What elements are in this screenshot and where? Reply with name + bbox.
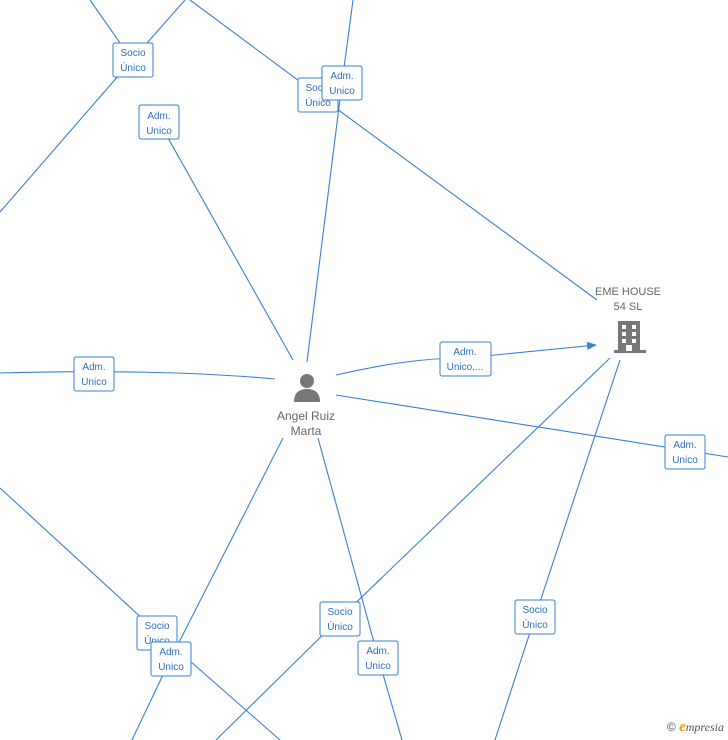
edge-label[interactable]: Adm. Unico: [138, 104, 180, 140]
edge: [306, 82, 343, 363]
edge-label-line2: Unico,...: [447, 362, 484, 373]
edge-label[interactable]: Socio Único: [319, 601, 361, 637]
edge: [0, 487, 158, 633]
edge-label-line1: Adm.: [159, 647, 182, 658]
edge-label[interactable]: Adm. Unico: [73, 356, 115, 392]
brand-logo-initial: e: [679, 719, 686, 735]
edge-label-line2: Único: [327, 620, 353, 633]
edge-label-line1: Adm.: [366, 646, 389, 657]
edge-label[interactable]: Socio Único: [514, 599, 556, 635]
person-name-line2: Marta: [291, 424, 322, 438]
edge: [317, 437, 379, 658]
edge-label-line1: Socio: [522, 605, 547, 616]
edge: [0, 371, 276, 380]
edge-label-line1: Adm.: [147, 111, 170, 122]
edge: [339, 357, 611, 619]
edge-label-line2: Unico: [365, 661, 391, 672]
edge-label[interactable]: Adm. Unico: [357, 640, 399, 676]
edge-label-line2: Único: [120, 61, 146, 74]
edge-label-line1: Adm.: [330, 71, 353, 82]
person-name-line1: Angel Ruiz: [277, 409, 335, 423]
edge-label[interactable]: Adm. Unico: [150, 641, 192, 677]
edge-label[interactable]: Adm. Unico,...: [439, 341, 492, 377]
node-company[interactable]: EME HOUSE 54 SL: [595, 286, 661, 353]
edge-label-line1: Adm.: [673, 440, 696, 451]
edge-label-line1: Socio: [144, 621, 169, 632]
edge-label-line1: Socio: [120, 48, 145, 59]
edge-label-line1: Socio: [327, 607, 352, 618]
brand-watermark: © empresia: [667, 719, 724, 736]
copyright-symbol: ©: [666, 720, 676, 734]
edge-label[interactable]: Adm. Unico: [321, 65, 363, 101]
person-icon: [294, 374, 320, 402]
edge: [317, 94, 598, 301]
edge-label-line2: Unico: [329, 86, 355, 97]
edge: [534, 359, 621, 618]
company-name-line2: 54 SL: [614, 301, 643, 313]
edge-label-line2: Unico: [158, 662, 184, 673]
edge: [0, 59, 133, 213]
edge-label-line2: Único: [522, 618, 548, 631]
edge-label[interactable]: Adm. Unico: [664, 434, 706, 470]
edge: [335, 394, 728, 458]
edge-label-line1: Socio: [305, 83, 330, 94]
edge-label-line1: Adm.: [82, 362, 105, 373]
edge: [170, 437, 284, 659]
node-person[interactable]: Angel Ruiz Marta: [277, 374, 335, 438]
edge-label-line2: Unico: [81, 377, 107, 388]
building-icon: [614, 321, 646, 353]
edge: [158, 121, 294, 361]
edge: [189, 0, 319, 96]
edge: [215, 617, 341, 740]
edge-label-line2: Unico: [672, 455, 698, 466]
edge-label[interactable]: Socio Único: [112, 42, 154, 78]
brand-logo-text: mpresia: [685, 720, 724, 734]
edge-labels: Socio Único Adm. Unico Socio Único Adm. …: [73, 42, 706, 677]
edge-label-line2: Unico: [146, 126, 172, 137]
edge-label-line1: Adm.: [453, 347, 476, 358]
company-name-line1: EME HOUSE: [595, 286, 661, 298]
edge: [494, 616, 536, 740]
